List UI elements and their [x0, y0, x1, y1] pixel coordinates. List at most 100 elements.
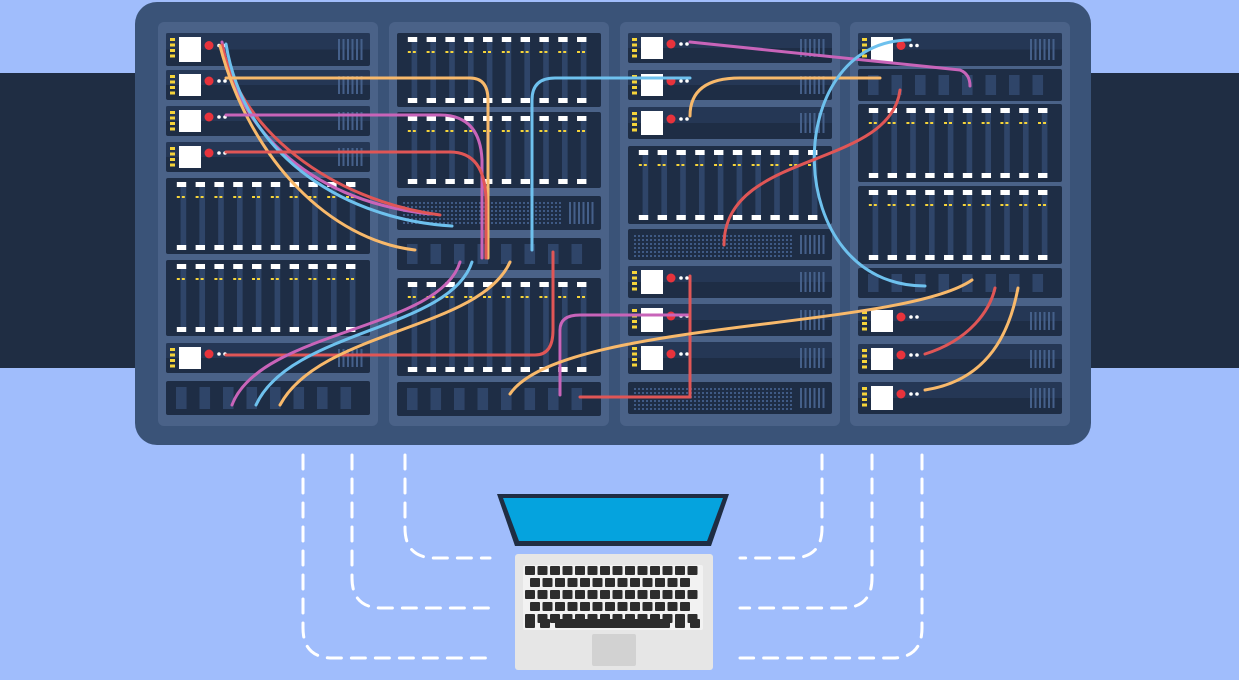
keyboard-key: [600, 590, 610, 599]
blade-slot: [274, 268, 281, 328]
blade-slot: [680, 154, 686, 216]
switch-port: [1009, 274, 1020, 292]
blade-tab: [1038, 190, 1048, 195]
blade-slot: [872, 112, 879, 174]
network-cable: [923, 286, 1020, 392]
status-led: [632, 320, 637, 323]
blade-slot: [910, 194, 916, 256]
blade-slot: [811, 154, 818, 216]
vent-slot: [813, 348, 816, 368]
blade-slot: [561, 120, 568, 180]
vent-slot: [360, 349, 363, 367]
switch-port: [270, 387, 281, 409]
vent-slot: [569, 202, 571, 224]
blade-tab: [751, 215, 762, 220]
blade-tab: [483, 37, 493, 42]
blade-tab: [962, 190, 973, 195]
switch-port: [223, 387, 234, 409]
status-led: [862, 38, 867, 41]
blade-slot: [349, 268, 356, 328]
blade-slot: [1022, 112, 1029, 174]
network-cable: [254, 260, 474, 407]
status-led: [862, 360, 867, 363]
status-led: [632, 112, 637, 115]
switch-port: [891, 75, 903, 95]
switch-port: [524, 388, 536, 410]
blade-tab: [1019, 173, 1029, 178]
blade-tab: [501, 282, 512, 287]
blade-tab: [1000, 173, 1010, 178]
status-led: [862, 365, 867, 369]
keyboard-key: [630, 578, 640, 587]
vent-slot: [804, 39, 807, 57]
rack-unit-blade: [628, 146, 832, 224]
vent-slot: [1034, 388, 1037, 408]
blade-slot: [698, 154, 705, 216]
vent-slot: [818, 310, 820, 330]
rack-unit-1u: [628, 33, 832, 63]
blade-tab: [577, 367, 587, 372]
blade-slot: [985, 194, 992, 256]
vent-slot: [338, 112, 340, 130]
drive-bay: [179, 110, 201, 132]
switch-port: [407, 388, 418, 410]
vent-slot: [800, 272, 802, 292]
blade-tab: [464, 37, 474, 42]
drive-bay: [179, 347, 201, 369]
keyboard-key: [662, 566, 673, 575]
blade-tab: [407, 98, 418, 103]
power-led: [204, 41, 214, 50]
vent-slot: [818, 348, 820, 368]
vent-slot: [351, 39, 354, 60]
blade-tab: [407, 116, 418, 121]
keyboard-key: [642, 578, 653, 587]
rack-unit-switch: [858, 69, 1062, 101]
status-led: [862, 403, 867, 407]
server-rack-icon: [135, 2, 1091, 445]
blade-slot: [180, 268, 187, 328]
vent-slot: [822, 388, 825, 408]
blade-slot: [1041, 194, 1048, 256]
switch-port: [985, 75, 997, 95]
status-led: [632, 358, 637, 361]
power-led: [666, 39, 676, 49]
blade-tab: [925, 190, 935, 195]
status-led: [170, 163, 175, 167]
blade-slot: [928, 194, 935, 256]
blade-tab: [539, 179, 549, 184]
blade-tab: [887, 173, 898, 178]
drive-bay: [871, 386, 893, 410]
keyboard-key: [690, 619, 700, 628]
blade-slot: [330, 268, 337, 328]
vent-slot: [809, 348, 811, 368]
vent-slot: [356, 76, 358, 94]
blade-tab: [925, 108, 935, 113]
network-cable: [218, 44, 417, 252]
status-led: [632, 287, 637, 291]
vent-slot: [1052, 39, 1055, 60]
blade-tab: [887, 255, 898, 260]
blade-tab: [1000, 108, 1010, 113]
vent-slot: [1039, 388, 1041, 408]
blade-tab: [233, 264, 243, 269]
power-led: [204, 112, 214, 122]
vent-slot: [804, 76, 807, 94]
network-cable: [230, 260, 462, 407]
vent-slot: [356, 39, 358, 60]
blade-tab: [407, 179, 418, 184]
blade-slot: [274, 186, 281, 246]
blade-tab: [732, 215, 743, 220]
laptop-screen: [503, 498, 723, 541]
blade-tab: [233, 327, 243, 332]
keyboard-key: [675, 566, 685, 575]
vent-slot: [822, 348, 825, 368]
blade-tab: [558, 98, 568, 103]
network-cable-icon: [218, 38, 1020, 407]
rack-unit-blade: [166, 260, 370, 336]
rack-unit-blade: [397, 33, 601, 107]
status-led: [170, 147, 175, 150]
blade-tab: [657, 150, 668, 155]
blade-tab: [214, 182, 224, 187]
vent-slot: [1048, 39, 1050, 60]
blade-tab: [638, 215, 649, 220]
